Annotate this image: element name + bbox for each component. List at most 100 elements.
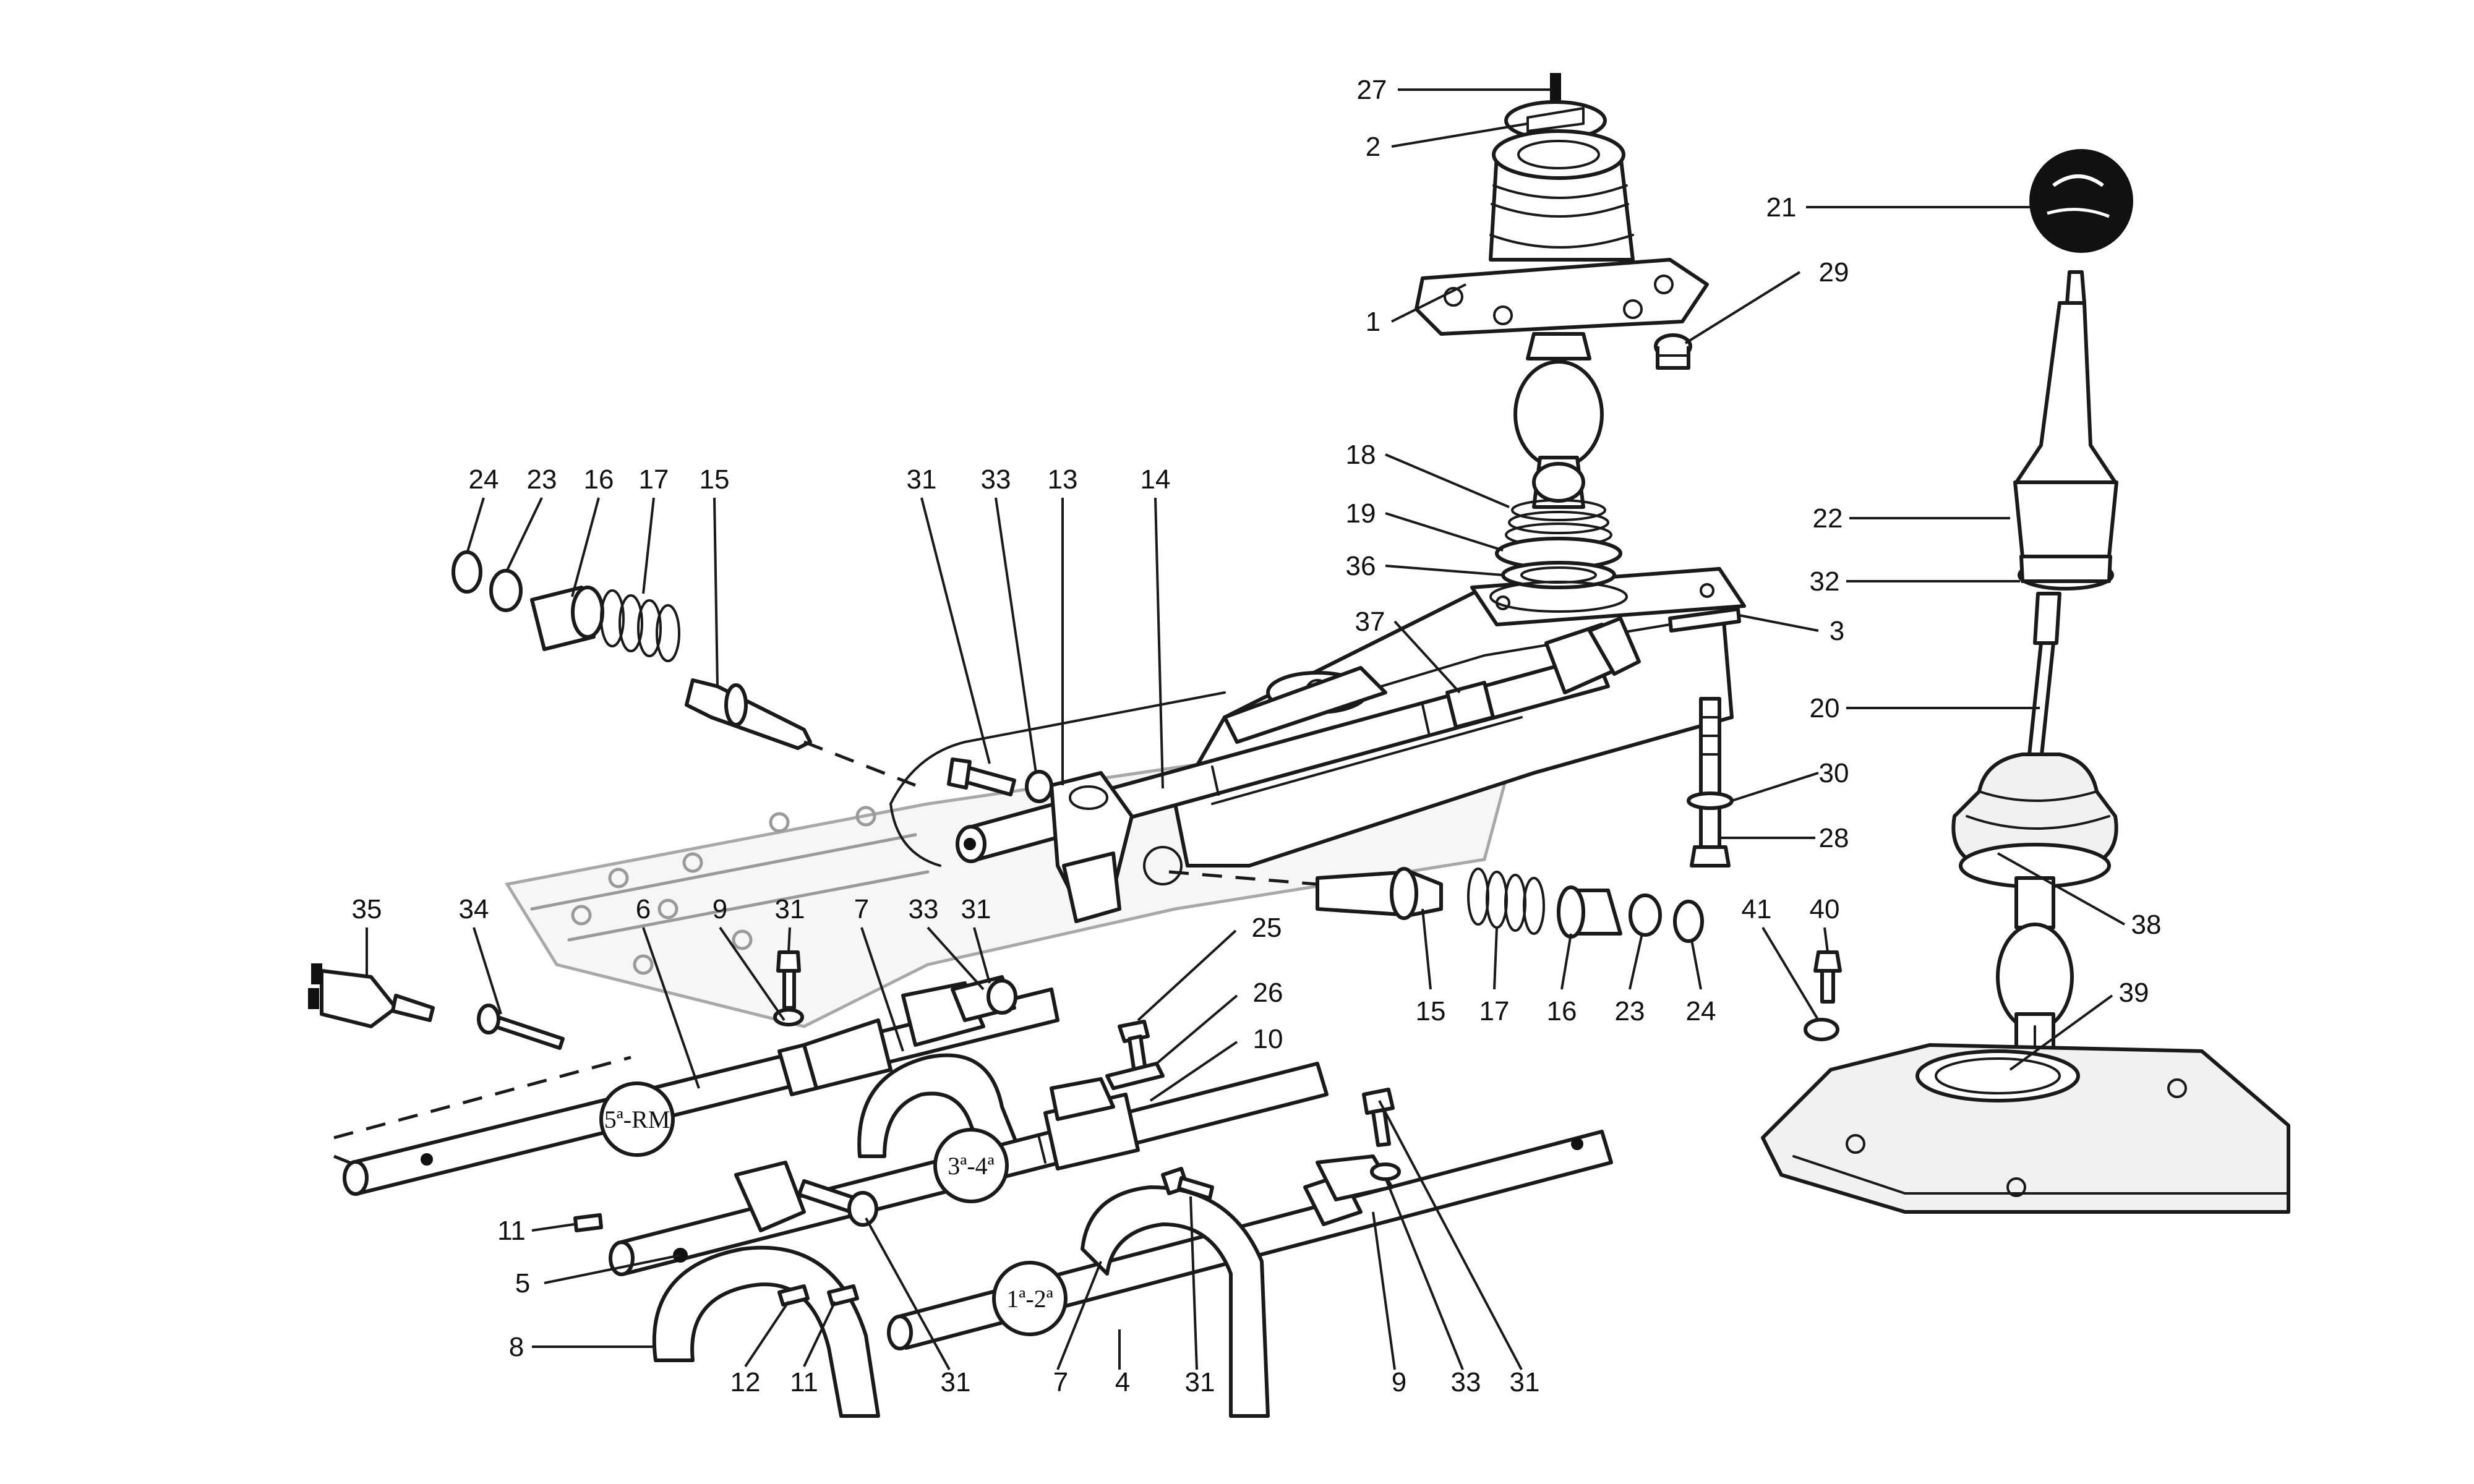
callout-21: 21 (1766, 192, 1797, 223)
callout-13: 13 (1048, 464, 1078, 495)
callout-16-left: 16 (584, 464, 614, 495)
fork-7-lower (1081, 1185, 1270, 1418)
fork-8 (652, 1161, 880, 1418)
callout-9-lower: 9 (1392, 1367, 1406, 1397)
callout-26: 26 (1253, 978, 1283, 1008)
callout-2: 2 (1366, 132, 1380, 162)
sleeve-22 (2014, 301, 2117, 484)
gear-badge-3-4-text: 3ª-4ª (948, 1152, 994, 1180)
screw-31-fork7 (951, 975, 1017, 1022)
callout-6: 6 (636, 894, 651, 924)
plate-26 (1105, 1062, 1165, 1090)
callout-37: 37 (1355, 607, 1385, 637)
callout-22: 22 (1813, 503, 1843, 534)
callout-34: 34 (459, 894, 489, 924)
callout-25: 25 (1252, 913, 1282, 943)
callout-28: 28 (1819, 823, 1849, 853)
circlip-24-left (452, 550, 482, 594)
plunger-15-right (1316, 867, 1443, 920)
base-plate-39 (1761, 1043, 2290, 1214)
gear-badge-5-rm: 5ª-RM (599, 1081, 675, 1157)
ring-23-left (489, 569, 523, 612)
callout-14: 14 (1141, 464, 1171, 495)
spring-17-left (600, 589, 680, 662)
gear-badge-5-rm-text: 5ª-RM (604, 1106, 670, 1133)
screw-31-fork7-lower (1161, 1167, 1214, 1200)
callout-27: 27 (1357, 75, 1387, 105)
callout-24-left: 24 (469, 464, 499, 495)
callout-7-upper: 7 (854, 894, 869, 924)
callout-20: 20 (1810, 693, 1840, 723)
callout-31-rod4: 31 (1510, 1367, 1540, 1397)
callout-23-left: 23 (527, 464, 557, 495)
callout-16-right: 16 (1547, 996, 1577, 1026)
fork-rod-4 (887, 1130, 1613, 1350)
callout-15-left: 15 (700, 464, 730, 495)
callout-11-bottom: 11 (790, 1367, 818, 1397)
callout-7-lower: 7 (1053, 1367, 1068, 1397)
washer-33-rod4 (1370, 1162, 1401, 1181)
gear-badge-1-2-text: 1ª-2ª (1006, 1285, 1053, 1313)
washer-9-rod6 (773, 1008, 804, 1026)
circlip-24-right (1673, 900, 1704, 943)
shift-tower (1415, 73, 1709, 613)
callout-5: 5 (515, 1268, 530, 1298)
callout-33-fork7: 33 (909, 894, 939, 924)
lever-13 (1050, 771, 1134, 923)
bolt-28 (1687, 697, 1734, 868)
callout-40: 40 (1810, 894, 1840, 924)
callout-3: 3 (1830, 616, 1844, 646)
plug-16-left (530, 586, 604, 651)
callout-15-right: 15 (1416, 996, 1446, 1026)
callout-9-upper: 9 (713, 894, 727, 924)
collar-37 (1445, 681, 1495, 729)
callout-31-rod6: 31 (775, 894, 805, 924)
screw-31-fork8 (797, 1179, 878, 1227)
callout-17-left: 17 (639, 464, 669, 495)
callout-38: 38 (2131, 910, 2162, 940)
callout-35: 35 (352, 894, 382, 924)
gear-badge-1-2: 1ª-2ª (992, 1261, 1068, 1336)
callout-30: 30 (1819, 758, 1849, 788)
callout-18: 18 (1346, 440, 1376, 470)
callout-numbers: 27 2 1 29 21 18 19 36 37 3 22 32 20 30 2… (352, 75, 2162, 1397)
callout-33-top: 33 (981, 464, 1011, 495)
screw-31-rod6 (773, 950, 804, 1026)
pin-11-a (573, 1213, 603, 1232)
plug-29 (1654, 333, 1692, 370)
pin-34 (477, 1004, 565, 1050)
callout-10: 10 (1253, 1024, 1283, 1054)
pad-11-b (827, 1284, 859, 1307)
plug-16-right (1557, 885, 1622, 939)
detent-group-left (452, 550, 916, 787)
screw-25 (1118, 1020, 1150, 1074)
callout-19: 19 (1346, 498, 1376, 529)
pin-3 (1668, 607, 1741, 633)
boot-38 (1951, 753, 2118, 889)
callout-leaders (366, 88, 2125, 1370)
gear-badge-3-4: 3ª-4ª (933, 1128, 1009, 1203)
switch-35 (308, 963, 435, 1028)
callout-36: 36 (1346, 551, 1376, 581)
callout-39: 39 (2119, 978, 2149, 1008)
callout-41: 41 (1742, 894, 1772, 924)
washer-33-fork7 (987, 979, 1017, 1015)
callout-8: 8 (509, 1332, 524, 1362)
callout-17-right: 17 (1479, 996, 1510, 1026)
callout-1: 1 (1366, 307, 1380, 337)
callout-33-rod4: 33 (1451, 1367, 1481, 1397)
washer-41 (1804, 1018, 1839, 1041)
plunger-15-left (685, 678, 812, 750)
gear-lever (1761, 149, 2290, 1214)
callout-31-fork7-lower: 31 (1185, 1367, 1215, 1397)
knob-21 (2029, 149, 2133, 253)
washer-33-top (1025, 770, 1053, 803)
callout-4: 4 (1115, 1367, 1130, 1397)
callout-32: 32 (1810, 566, 1840, 597)
callout-24-right: 24 (1686, 996, 1716, 1026)
ring-23-right (1629, 893, 1662, 937)
callout-11-left: 11 (497, 1216, 526, 1246)
detent-group-right (1168, 867, 1704, 943)
callout-31-fork7: 31 (961, 894, 991, 924)
